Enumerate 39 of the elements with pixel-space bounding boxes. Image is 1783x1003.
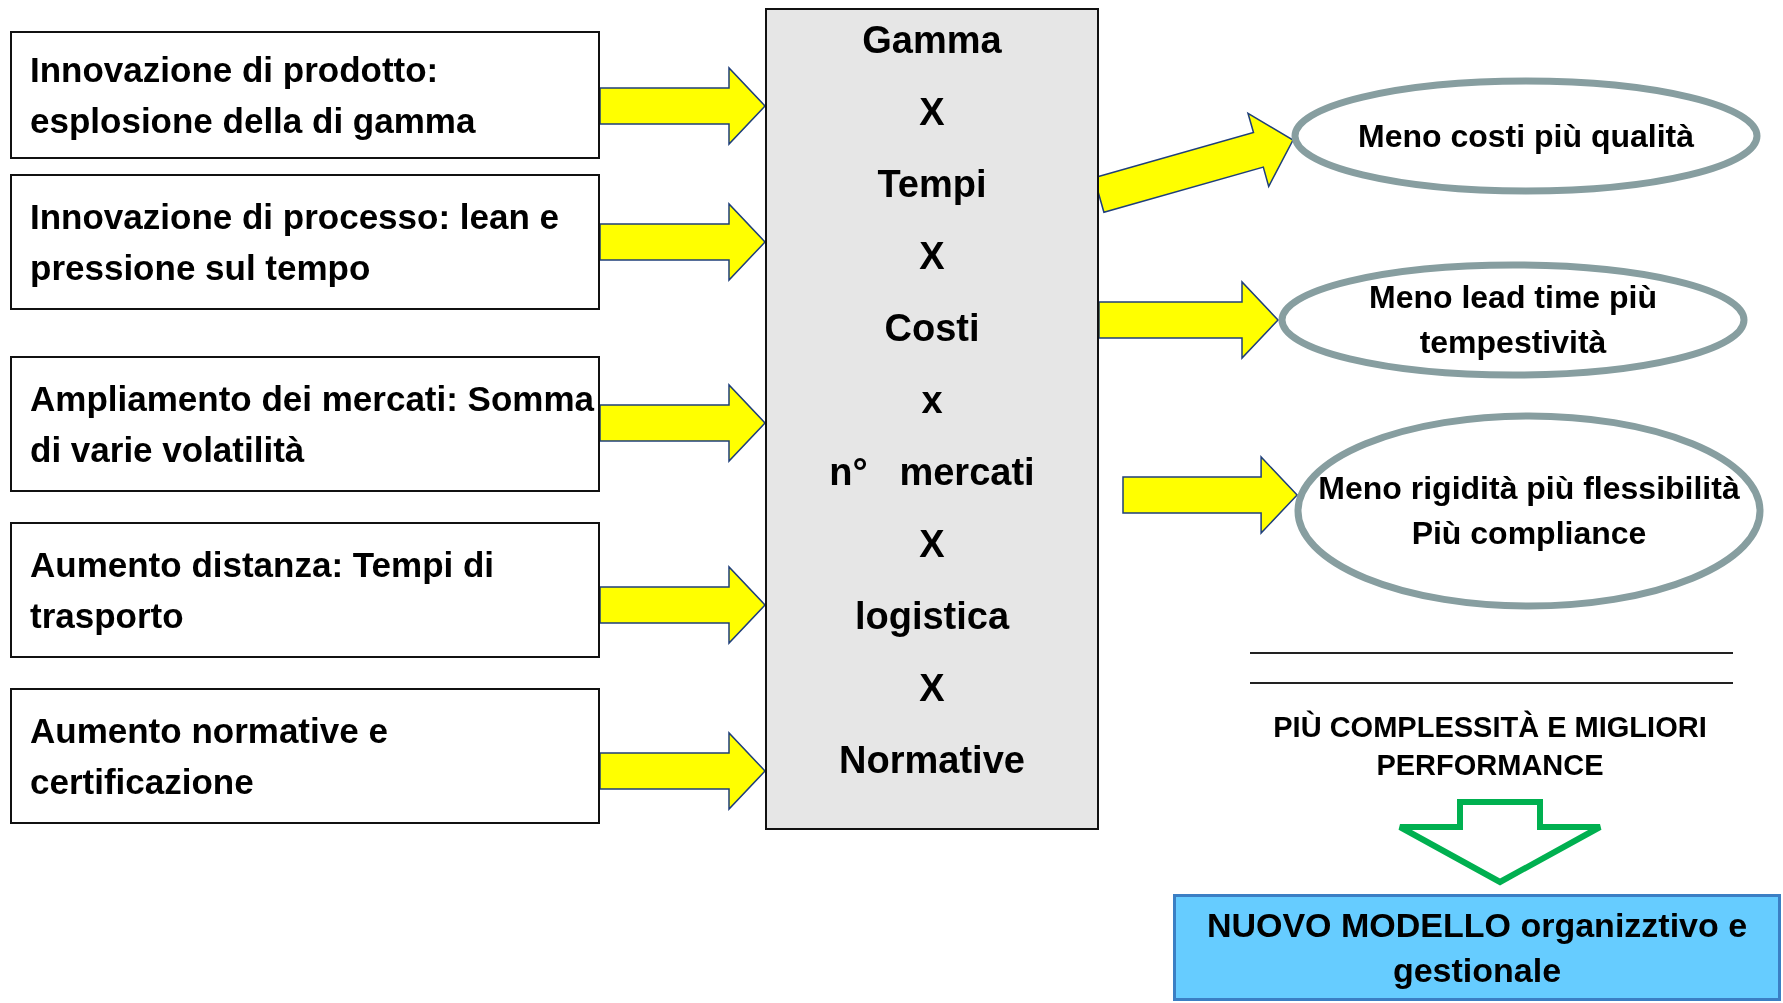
hollow-arrow [1397,799,1603,886]
factor-text: Costi [883,306,981,350]
block-arrow [599,202,767,282]
box-text: Ampliamento dei mercati: Somma di varie volatilità [30,378,596,471]
summary-box [765,8,1099,830]
block-arrow [1122,455,1299,535]
text-box [10,522,600,658]
operator-text: X [918,234,946,278]
box-text: Meno rigidità più flessibilità Più compliance [1317,469,1741,553]
factor-text: Normative [838,738,1026,782]
factor-text: Tempi [876,162,988,206]
factor-text: Gamma [861,18,1003,62]
block-arrow [599,66,767,146]
box-text: Meno costi più qualità [1358,116,1694,156]
heading-text: PIÙ COMPLESSITÀ E MIGLIORI PERFORMANCE [1270,708,1710,786]
operator-text: X [918,666,946,710]
operator-text: x [920,378,944,422]
text-box [10,31,600,159]
block-arrow [599,565,767,645]
text-box [10,688,600,824]
box-text: Aumento distanza: Tempi di trasporto [30,544,496,637]
operator-text: X [918,90,946,134]
block-arrow [599,383,767,463]
box-text: Meno lead time più tempestività [1368,278,1658,362]
text-box [10,356,600,492]
factor-text: logistica [853,594,1011,638]
factor-text: n° mercati [828,450,1036,494]
box-text: Innovazione di processo: lean e pressione sul tempo [30,196,561,289]
ellipse-node [1291,77,1761,195]
box-text: Innovazione di prodotto: esplosione della di gamma [30,49,477,142]
block-arrow [1098,280,1280,360]
ellipse-node [1278,261,1748,379]
result-box [1173,894,1781,1001]
ellipse-node [1294,412,1764,610]
box-text: NUOVO MODELLO organizztivo e gestionale [1206,906,1748,989]
box-text: Aumento normative e certificazione [30,710,389,803]
operator-text: X [918,522,946,566]
block-arrow [599,731,767,811]
text-box [10,174,600,310]
